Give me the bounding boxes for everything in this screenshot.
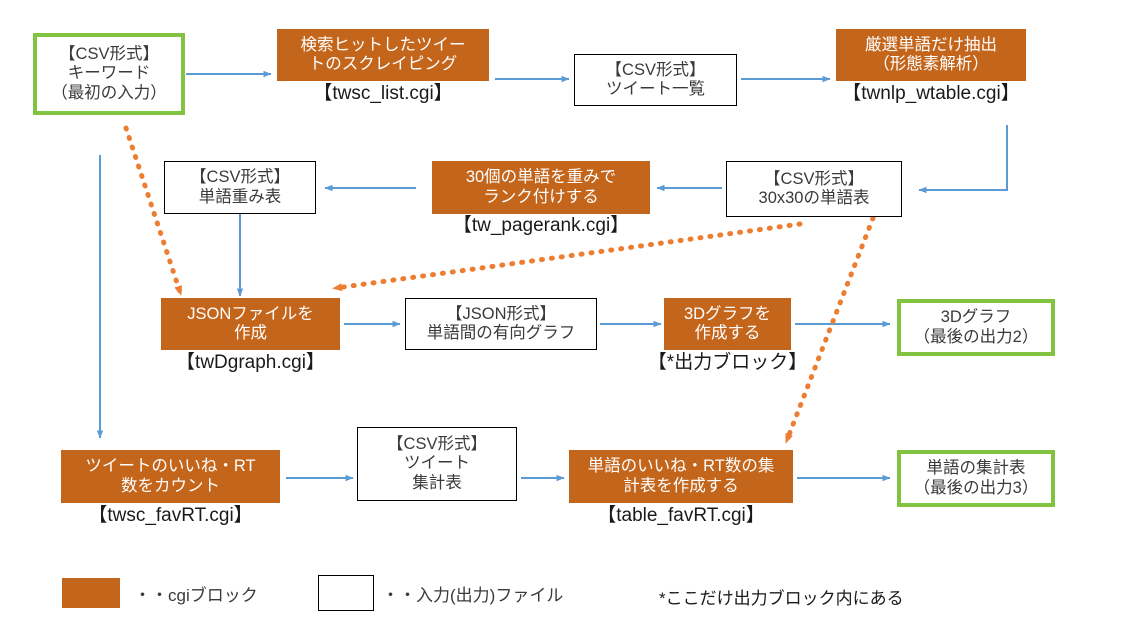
node-tweet-summary-table-line3: 集計表 (412, 473, 462, 492)
node-graph-3d-output-line2: （最後の出力2） (913, 327, 1039, 346)
node-tweet-summary-table-line1: 【CSV形式】 (387, 434, 487, 453)
node-make-word-table-line1: 単語のいいね・RT数の集 (587, 457, 775, 476)
legend-note: *ここだけ出力ブロック内にある (659, 589, 904, 608)
node-scraping-line1: 検索ヒットしたツイー (300, 35, 466, 54)
node-pagerank-line1: 30個の単語を重みで (465, 168, 617, 187)
node-scraping-line2: トのスクレイピング (308, 55, 458, 73)
node-make-json-line1: JSONファイルを (187, 304, 314, 323)
node-scraping-caption: 【twsc_list.cgi】 (313, 83, 453, 104)
node-make-json-line2: 作成 (234, 324, 267, 342)
node-json-digraph[interactable]: 【JSON形式】 単語間の有向グラフ (405, 298, 597, 350)
legend-file: ・・入力(出力)ファイル (318, 575, 563, 611)
node-pagerank-line2: ランク付けする (483, 187, 599, 206)
node-morph-extract-caption: 【twnlp_wtable.cgi】 (842, 83, 1020, 104)
legend-cgi-label: ・・cgiブロック (134, 585, 258, 605)
node-tweet-summary-table-line2: ツイート (404, 454, 470, 473)
node-make-json-caption: 【twDgraph.cgi】 (176, 352, 325, 373)
node-morph-extract-line2: （形態素解析） (873, 55, 989, 73)
arrow-morph-to-wordtable30 (918, 125, 1008, 194)
legend-file-label: ・・入力(出力)ファイル (382, 585, 564, 605)
node-word-table-30x30-line2: 30x30の単語表 (758, 189, 870, 207)
node-tweet-list-line2: ツイート一覧 (606, 80, 705, 98)
node-word-summary-output-line2: （最後の出力3） (913, 478, 1039, 497)
node-word-summary-output-line1: 単語の集計表 (926, 459, 1026, 478)
node-count-fav-rt-line1: ツイートのいいね・RT (85, 457, 256, 476)
node-pagerank[interactable]: 30個の単語を重みで ランク付けする (432, 161, 650, 214)
node-word-weight-table-line1: 【CSV形式】 (190, 168, 290, 187)
node-keyword-input-line2: キーワード (67, 64, 151, 83)
node-count-fav-rt-line2: 数をカウント (121, 476, 220, 495)
node-morph-extract-line1: 厳選単語だけ抽出 (865, 35, 997, 54)
legend-file-swatch (318, 575, 374, 611)
legend-cgi: ・・cgiブロック (62, 578, 258, 608)
node-tweet-summary-table[interactable]: 【CSV形式】 ツイート 集計表 (357, 427, 517, 501)
node-graph-3d-output-line1: 3Dグラフ (940, 308, 1012, 327)
dotted-arrow-wordtable30-to-makewordtable (784, 215, 876, 444)
node-keyword-input[interactable]: 【CSV形式】 キーワード （最初の入力） (33, 33, 185, 115)
node-keyword-input-line3: （最初の入力） (51, 83, 167, 102)
node-count-fav-rt-caption: 【twsc_favRT.cgi】 (88, 505, 253, 526)
node-make-3d-graph-line1: 3Dグラフを (683, 304, 772, 323)
node-json-digraph-line1: 【JSON形式】 (445, 304, 556, 323)
node-make-word-table-line2: 計表を作成する (623, 476, 739, 495)
node-word-table-30x30[interactable]: 【CSV形式】 30x30の単語表 (726, 161, 902, 217)
node-word-weight-table-line2: 単語重み表 (198, 187, 282, 206)
node-graph-3d-output[interactable]: 3Dグラフ （最後の出力2） (897, 299, 1055, 356)
node-make-json[interactable]: JSONファイルを 作成 (161, 298, 340, 350)
node-json-digraph-line2: 単語間の有向グラフ (426, 324, 576, 342)
node-word-summary-output[interactable]: 単語の集計表 （最後の出力3） (897, 450, 1055, 507)
legend-cgi-swatch (62, 578, 120, 608)
node-make-3d-graph-line2: 作成する (694, 324, 761, 342)
node-keyword-input-line1: 【CSV形式】 (59, 44, 159, 63)
node-make-word-table-caption: 【table_favRT.cgi】 (597, 505, 765, 526)
node-make-3d-graph-caption: 【*出力ブロック】 (647, 352, 808, 373)
node-word-table-30x30-line1: 【CSV形式】 (764, 169, 864, 188)
node-morph-extract[interactable]: 厳選単語だけ抽出 （形態素解析） (836, 29, 1026, 81)
node-word-weight-table[interactable]: 【CSV形式】 単語重み表 (164, 161, 316, 214)
node-scraping[interactable]: 検索ヒットしたツイー トのスクレイピング (277, 29, 489, 81)
node-make-3d-graph[interactable]: 3Dグラフを 作成する (664, 298, 791, 350)
node-pagerank-caption: 【tw_pagerank.cgi】 (452, 215, 630, 236)
node-tweet-list-line1: 【CSV形式】 (605, 60, 706, 79)
node-tweet-list[interactable]: 【CSV形式】 ツイート一覧 (574, 54, 737, 106)
node-count-fav-rt[interactable]: ツイートのいいね・RT 数をカウント (61, 450, 280, 503)
node-make-word-table[interactable]: 単語のいいね・RT数の集 計表を作成する (569, 450, 793, 503)
